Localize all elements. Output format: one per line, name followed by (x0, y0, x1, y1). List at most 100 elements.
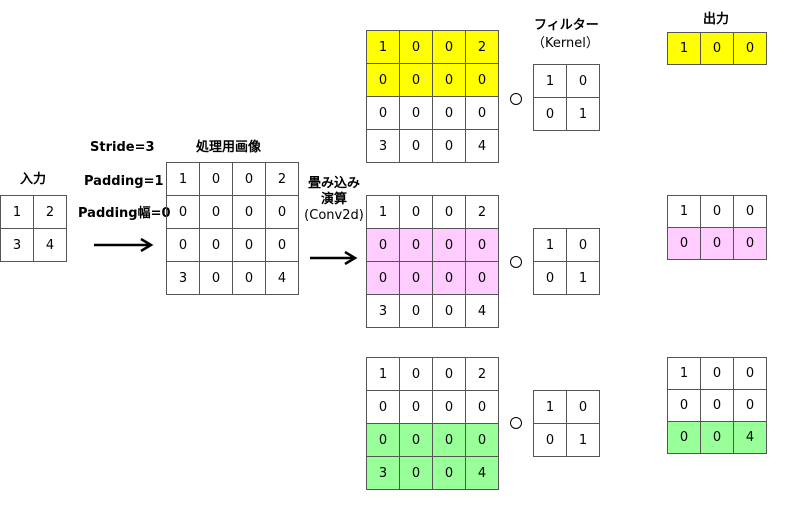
input-label: 入力 (20, 172, 47, 187)
matrix-cell: 1 (667, 195, 701, 228)
matrix-cell: 1 (0, 195, 34, 229)
matrix-cell: 2 (265, 162, 299, 196)
matrix-cell: 1 (566, 261, 600, 295)
matrix-cell: 0 (432, 357, 466, 391)
matrix-cell: 0 (432, 456, 466, 490)
matrix-cell: 0 (432, 261, 466, 295)
matrix-cell: 0 (432, 30, 466, 64)
matrix-cell: 2 (33, 195, 67, 229)
matrix-cell: 0 (432, 195, 466, 229)
matrix-cell: 0 (700, 357, 734, 390)
matrix-cell: 0 (232, 162, 266, 196)
matrix-cell: 0 (399, 63, 433, 97)
matrix-cell: 0 (366, 261, 400, 295)
matrix-cell: 0 (166, 195, 200, 229)
matrix-cell: 0 (533, 423, 567, 457)
matrix-cell: 3 (366, 129, 400, 163)
matrix-cell: 0 (733, 32, 767, 65)
matrix-cell: 0 (533, 97, 567, 131)
matrix-cell: 0 (566, 64, 600, 98)
matrix-cell: 0 (700, 389, 734, 422)
arrow-right-icon (94, 238, 154, 252)
matrix-cell: 4 (465, 456, 499, 490)
conv-label-line1: 畳み込み (307, 176, 360, 191)
matrix-cell: 1 (667, 32, 701, 65)
matrix-cell: 1 (366, 357, 400, 391)
matrix-cell: 0 (465, 261, 499, 295)
matrix-cell: 1 (533, 390, 567, 424)
matrix-cell: 0 (700, 421, 734, 454)
matrix-cell: 1 (366, 195, 400, 229)
matrix-cell: 0 (733, 227, 767, 260)
matrix-cell: 0 (465, 96, 499, 130)
matrix-cell: 0 (399, 195, 433, 229)
matrix-cell: 0 (399, 423, 433, 457)
matrix-cell: 0 (465, 423, 499, 457)
matrix-cell: 1 (566, 97, 600, 131)
matrix-cell: 0 (399, 357, 433, 391)
filter-label-line2: （Kernel） (532, 36, 599, 51)
matrix-cell: 0 (265, 228, 299, 262)
matrix-cell: 0 (733, 389, 767, 422)
matrix-cell: 1 (533, 228, 567, 262)
matrix-cell: 1 (566, 423, 600, 457)
padding-width-label: Padding幅=0 (78, 206, 171, 221)
matrix-cell: 0 (199, 228, 233, 262)
matrix-cell: 0 (399, 30, 433, 64)
matrix-cell: 0 (399, 456, 433, 490)
matrix-cell: 0 (366, 423, 400, 457)
matrix-cell: 0 (465, 63, 499, 97)
matrix-cell: 2 (465, 357, 499, 391)
stride-label: Stride=3 (90, 140, 155, 155)
matrix-cell: 3 (366, 456, 400, 490)
matrix-cell: 1 (166, 162, 200, 196)
matrix-cell: 0 (232, 261, 266, 295)
output-label: 出力 (703, 12, 730, 27)
matrix-cell: 0 (700, 32, 734, 65)
matrix-cell: 0 (399, 129, 433, 163)
matrix-cell: 3 (366, 294, 400, 328)
matrix-cell: 0 (566, 390, 600, 424)
matrix-cell: 0 (700, 227, 734, 260)
matrix-cell: 0 (533, 261, 567, 295)
matrix-cell: 1 (533, 64, 567, 98)
matrix-cell: 0 (199, 162, 233, 196)
matrix-cell: 0 (700, 195, 734, 228)
matrix-cell: 4 (465, 294, 499, 328)
matrix-cell: 0 (465, 390, 499, 424)
matrix-cell: 0 (232, 195, 266, 229)
matrix-cell: 0 (432, 228, 466, 262)
matrix-cell: 0 (199, 195, 233, 229)
matrix-cell: 0 (733, 357, 767, 390)
matrix-cell: 0 (399, 294, 433, 328)
matrix-cell: 0 (432, 423, 466, 457)
matrix-cell: 1 (667, 357, 701, 390)
filter-label-line1: フィルター (534, 18, 599, 33)
operator-circle-icon (510, 93, 522, 105)
matrix-cell: 4 (733, 421, 767, 454)
matrix-cell: 0 (566, 228, 600, 262)
matrix-cell: 0 (366, 390, 400, 424)
matrix-cell: 0 (667, 389, 701, 422)
matrix-cell: 3 (0, 228, 34, 262)
